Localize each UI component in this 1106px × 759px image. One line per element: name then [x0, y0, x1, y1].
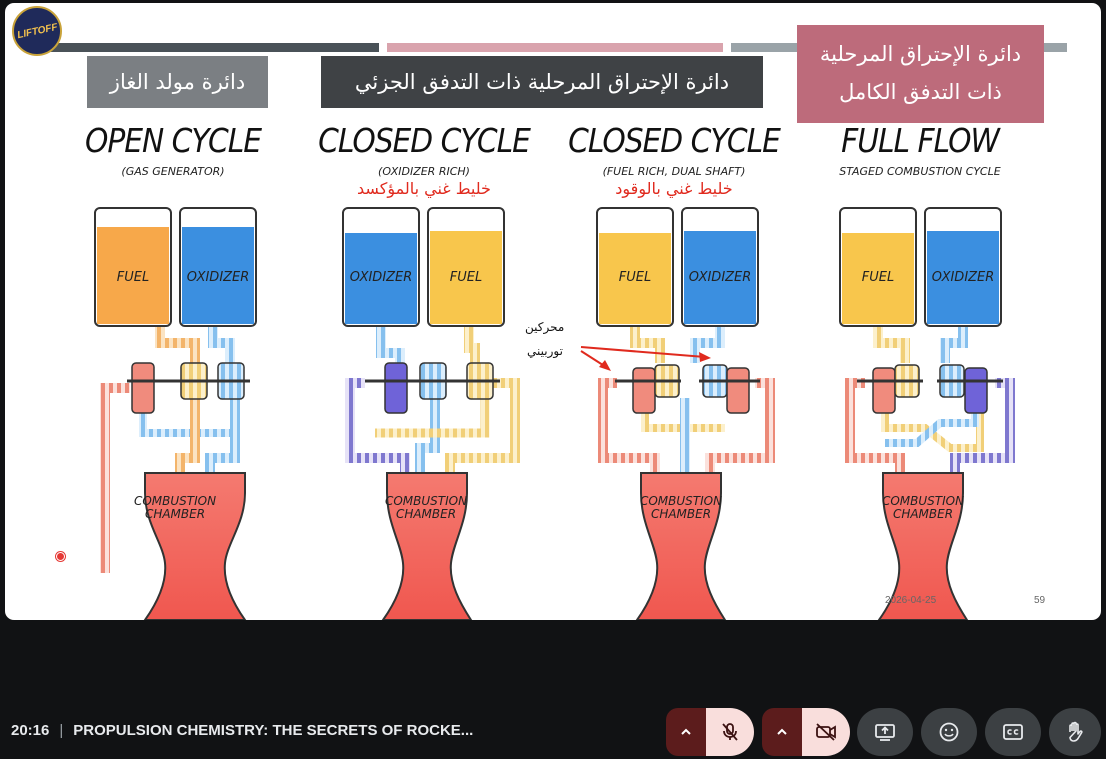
- cycle-title-full-flow: FULL FLOW: [841, 121, 1000, 160]
- chamber-label-open-1: COMBUSTION: [134, 494, 216, 508]
- slide-page-number: 59: [1034, 595, 1046, 606]
- camera-control-group: [762, 708, 850, 756]
- cycle-subtitle-fuel-rich: (FUEL RICH, DUAL SHAFT): [602, 165, 746, 178]
- captions-icon: [1003, 724, 1023, 740]
- tank-label-open-left: FUEL: [117, 270, 149, 285]
- meeting-time: 20:16: [11, 722, 50, 739]
- captions-button[interactable]: [985, 708, 1041, 756]
- chamber-label-fuelrich-1: COMBUSTION: [640, 494, 722, 508]
- slide-date: 2026-04-25: [885, 595, 937, 606]
- chamber-label-fullflow-2: CHAMBER: [893, 507, 953, 521]
- mic-control-group: [666, 708, 754, 756]
- meeting-title: PROPULSION CHEMISTRY: THE SECRETS OF ROC…: [73, 722, 474, 739]
- banner-full-flow-line1: دائرة الإحتراق المرحلية: [819, 42, 1022, 66]
- diagram-open-cycle: [94, 207, 257, 620]
- cycle-arabic-fuel-rich: خليط غني بالوقود: [615, 179, 733, 198]
- chamber-label-fullflow-1: COMBUSTION: [882, 494, 964, 508]
- chamber-label-oxrich-1: COMBUSTION: [385, 494, 467, 508]
- camera-toggle-button[interactable]: [802, 708, 850, 756]
- header-rule-pink: [387, 43, 723, 52]
- chamber-label-open-2: CHAMBER: [145, 507, 205, 521]
- diagram-closed-oxidizer-rich: [342, 207, 520, 620]
- cycle-title-oxidizer-rich: CLOSED CYCLE: [318, 121, 531, 160]
- mic-options-button[interactable]: [666, 708, 706, 756]
- tank-label-fullflow-left: FUEL: [862, 270, 894, 285]
- presentation-slide: LIFTOFF دائرة مولد الغاز دائرة الإحتراق …: [5, 3, 1101, 620]
- cycle-subtitle-open: (GAS GENERATOR): [121, 165, 225, 178]
- tank-label-oxrich-right: FUEL: [450, 270, 482, 285]
- present-screen-button[interactable]: [857, 708, 913, 756]
- chevron-up-icon: [777, 728, 787, 735]
- camera-options-button[interactable]: [762, 708, 802, 756]
- banner-gas-generator: دائرة مولد الغاز: [87, 56, 268, 108]
- cycle-subtitle-oxidizer-rich: (OXIDIZER RICH): [378, 165, 470, 178]
- annotation-turbine: توربيني: [527, 344, 563, 358]
- camera-off-icon: [816, 723, 836, 741]
- emoji-icon: [939, 722, 959, 742]
- laser-pointer-dot: [56, 552, 65, 561]
- tank-label-fuelrich-right: OXIDIZER: [689, 270, 752, 285]
- meeting-info: 20:16|PROPULSION CHEMISTRY: THE SECRETS …: [11, 722, 474, 739]
- tank-label-open-right: OXIDIZER: [187, 270, 250, 285]
- chamber-label-fuelrich-2: CHAMBER: [651, 507, 711, 521]
- engine-cycle-diagrams: FUEL OXIDIZER COMBUSTION CHAMBER OXIDIZE…: [94, 207, 1015, 620]
- liftoff-logo: LIFTOFF: [12, 6, 62, 56]
- header-rule-dark: [45, 43, 379, 52]
- diagram-closed-fuel-rich: [580, 207, 775, 620]
- chamber-label-oxrich-2: CHAMBER: [396, 507, 456, 521]
- banner-full-flow-line2: ذات التدفق الكامل: [839, 80, 1002, 104]
- raise-hand-button[interactable]: [1049, 708, 1101, 756]
- present-screen-icon: [875, 724, 895, 741]
- tank-label-oxrich-left: OXIDIZER: [350, 270, 413, 285]
- diagram-full-flow: [839, 207, 1015, 620]
- cycle-arabic-oxidizer-rich: خليط غني بالمؤكسد: [357, 179, 491, 198]
- reactions-button[interactable]: [921, 708, 977, 756]
- mic-toggle-button[interactable]: [706, 708, 754, 756]
- mic-off-icon: [722, 723, 738, 741]
- chevron-up-icon: [681, 728, 691, 735]
- cycle-title-open: OPEN CYCLE: [85, 121, 262, 160]
- tank-label-fullflow-right: OXIDIZER: [932, 270, 995, 285]
- banner-full-flow: دائرة الإحتراق المرحلية ذات التدفق الكام…: [797, 25, 1044, 123]
- cycle-title-fuel-rich: CLOSED CYCLE: [568, 121, 781, 160]
- hand-icon: [1069, 721, 1083, 742]
- tank-label-fuelrich-left: FUEL: [619, 270, 651, 285]
- annotation-engines: محركين: [525, 320, 565, 334]
- banner-partial-flow: دائرة الإحتراق المرحلية ذات التدفق الجزئ…: [321, 56, 763, 108]
- cycle-subtitle-full-flow: STAGED COMBUSTION CYCLE: [839, 165, 1001, 178]
